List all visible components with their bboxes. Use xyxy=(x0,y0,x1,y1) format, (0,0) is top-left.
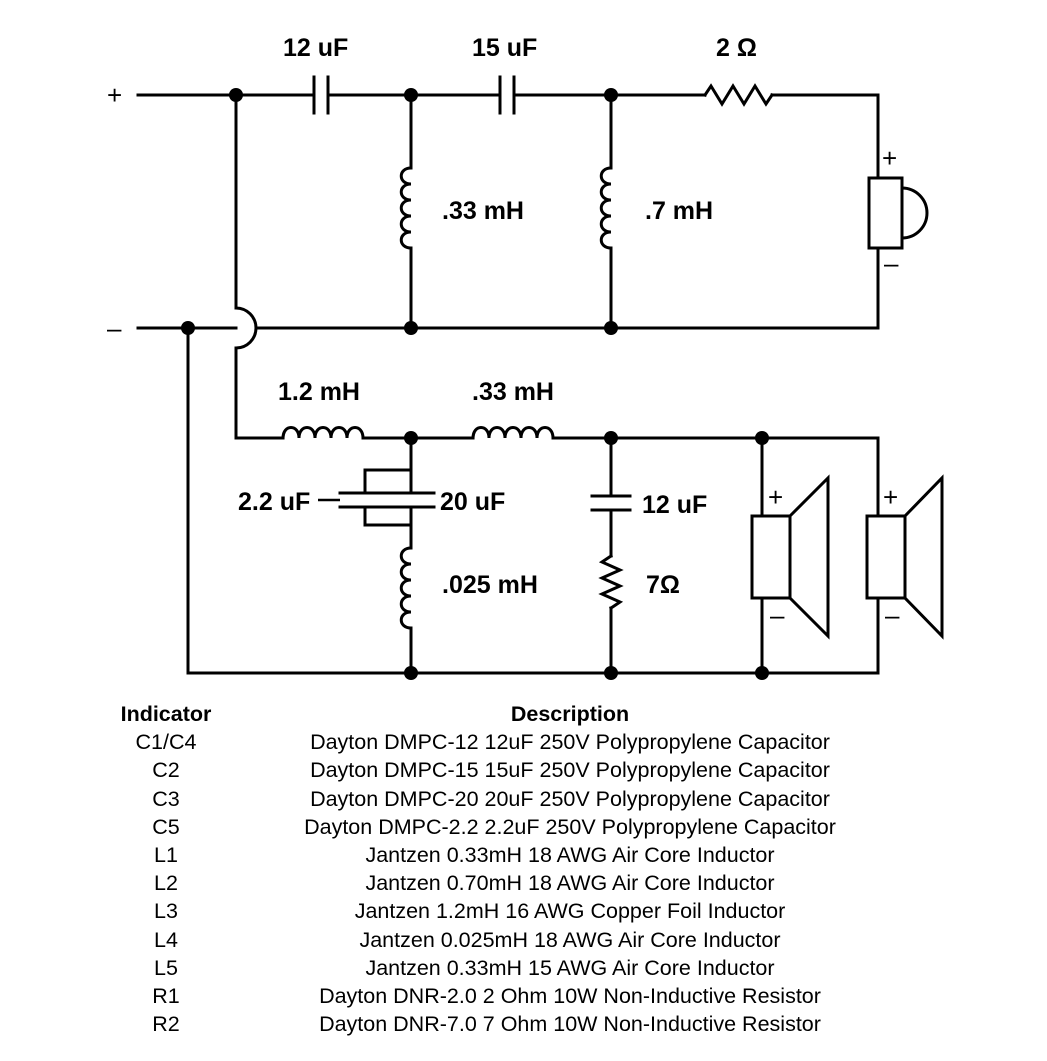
table-row: C3 Dayton DMPC-20 20uF 250V Polypropylene… xyxy=(86,785,894,813)
indicator-cell: L1 xyxy=(154,843,178,868)
resistor-r1-label: 2 Ω xyxy=(716,34,757,62)
woofer-speaker-1 xyxy=(750,474,830,640)
indicator-cell: C2 xyxy=(152,758,180,783)
woofer-1-plus-label: + xyxy=(768,482,783,512)
positive-terminal-label: + xyxy=(107,80,122,110)
capacitor-c1 xyxy=(312,75,330,115)
description-cell: Jantzen 0.70mH 18 AWG Air Core Inductor xyxy=(365,871,775,896)
capacitor-c5-label: 2.2 uF xyxy=(238,488,310,516)
resistor-r2 xyxy=(598,553,624,611)
woofer-2-plus-label: + xyxy=(883,482,898,512)
indicator-cell: L3 xyxy=(154,899,178,924)
capacitor-c5 xyxy=(318,468,392,527)
table-row: R1 Dayton DNR-2.0 2 Ohm 10W Non-Inductive… xyxy=(86,982,894,1010)
woofer-2-minus-label: – xyxy=(885,600,900,630)
description-cell: Jantzen 1.2mH 16 AWG Copper Foil Inducto… xyxy=(354,899,786,924)
description-cell: Jantzen 0.33mH 15 AWG Air Core Inductor xyxy=(365,955,775,980)
inductor-l2 xyxy=(599,166,613,250)
junction-dots xyxy=(181,88,769,680)
capacitor-c1-label: 12 uF xyxy=(283,34,348,62)
inductor-l3 xyxy=(281,426,367,440)
capacitor-c3 xyxy=(386,468,436,527)
description-cell: Dayton DMPC-20 20uF 250V Polypropylene C… xyxy=(310,786,830,811)
inductor-l1 xyxy=(399,166,413,250)
table-row: L5 Jantzen 0.33mH 15 AWG Air Core Inducto… xyxy=(86,954,894,982)
indicator-cell: R1 xyxy=(152,984,180,1009)
inductor-l4 xyxy=(399,546,413,630)
table-row: C5 Dayton DMPC-2.2 2.2uF 250V Polypropyle… xyxy=(86,813,894,841)
parts-table-body: C1/C4 Dayton DMPC-12 12uF 250V Polypropyl… xyxy=(86,728,894,1038)
resistor-r2-label: 7Ω xyxy=(646,571,680,599)
table-row: L4 Jantzen 0.025mH 18 AWG Air Core Induct… xyxy=(86,926,894,954)
table-row: L1 Jantzen 0.33mH 18 AWG Air Core Inducto… xyxy=(86,841,894,869)
inductor-l1-label: .33 mH xyxy=(442,197,524,225)
indicator-header: Indicator xyxy=(120,702,212,726)
negative-terminal-label: – xyxy=(107,313,122,343)
capacitor-c3-label: 20 uF xyxy=(440,488,505,516)
indicator-cell: L2 xyxy=(154,871,178,896)
description-header: Description xyxy=(510,702,630,726)
indicator-cell: R2 xyxy=(152,1012,180,1037)
capacitor-c4-label: 12 uF xyxy=(642,491,707,519)
tweeter-minus-label: – xyxy=(884,248,899,278)
inductor-l5 xyxy=(471,426,557,440)
indicator-cell: C1/C4 xyxy=(135,730,197,755)
description-cell: Dayton DNR-2.0 2 Ohm 10W Non-Inductive R… xyxy=(319,984,821,1009)
resistor-r1 xyxy=(702,83,775,107)
parts-table-header-row: Indicator Description xyxy=(86,700,894,728)
crossover-schematic: + – 12 uF 15 uF 2 Ω .33 mH .7 mH + – xyxy=(107,34,944,680)
inductor-l3-label: 1.2 mH xyxy=(278,378,360,406)
capacitor-c2-label: 15 uF xyxy=(472,34,537,62)
inductor-l4-label: .025 mH xyxy=(442,571,538,599)
description-cell: Dayton DMPC-2.2 2.2uF 250V Polypropylene… xyxy=(304,814,836,839)
woofer-speaker-2 xyxy=(865,474,944,640)
description-cell: Dayton DMPC-12 12uF 250V Polypropylene C… xyxy=(310,730,830,755)
indicator-cell: L4 xyxy=(154,927,178,952)
capacitor-c2 xyxy=(498,75,516,115)
inductor-l5-label: .33 mH xyxy=(472,378,554,406)
capacitor-c4 xyxy=(590,494,632,512)
description-cell: Dayton DMPC-15 15uF 250V Polypropylene C… xyxy=(310,758,830,783)
tweeter-speaker xyxy=(867,176,929,250)
tweeter-plus-label: + xyxy=(882,143,897,173)
table-row: R2 Dayton DNR-7.0 7 Ohm 10W Non-Inductive… xyxy=(86,1010,894,1038)
inductor-l2-label: .7 mH xyxy=(645,197,713,225)
description-cell: Dayton DNR-7.0 7 Ohm 10W Non-Inductive R… xyxy=(319,1012,821,1037)
negative-rail xyxy=(136,306,880,350)
table-row: L2 Jantzen 0.70mH 18 AWG Air Core Inducto… xyxy=(86,869,894,897)
indicator-cell: C3 xyxy=(152,786,180,811)
table-row: C1/C4 Dayton DMPC-12 12uF 250V Polypropyl… xyxy=(86,728,894,756)
description-cell: Jantzen 0.025mH 18 AWG Air Core Inductor xyxy=(359,927,781,952)
table-row: C2 Dayton DMPC-15 15uF 250V Polypropylene… xyxy=(86,756,894,784)
indicator-cell: C5 xyxy=(152,814,180,839)
description-cell: Jantzen 0.33mH 18 AWG Air Core Inductor xyxy=(365,843,775,868)
woofer-1-minus-label: – xyxy=(770,600,785,630)
indicator-cell: L5 xyxy=(154,955,178,980)
table-row: L3 Jantzen 1.2mH 16 AWG Copper Foil Induc… xyxy=(86,897,894,925)
